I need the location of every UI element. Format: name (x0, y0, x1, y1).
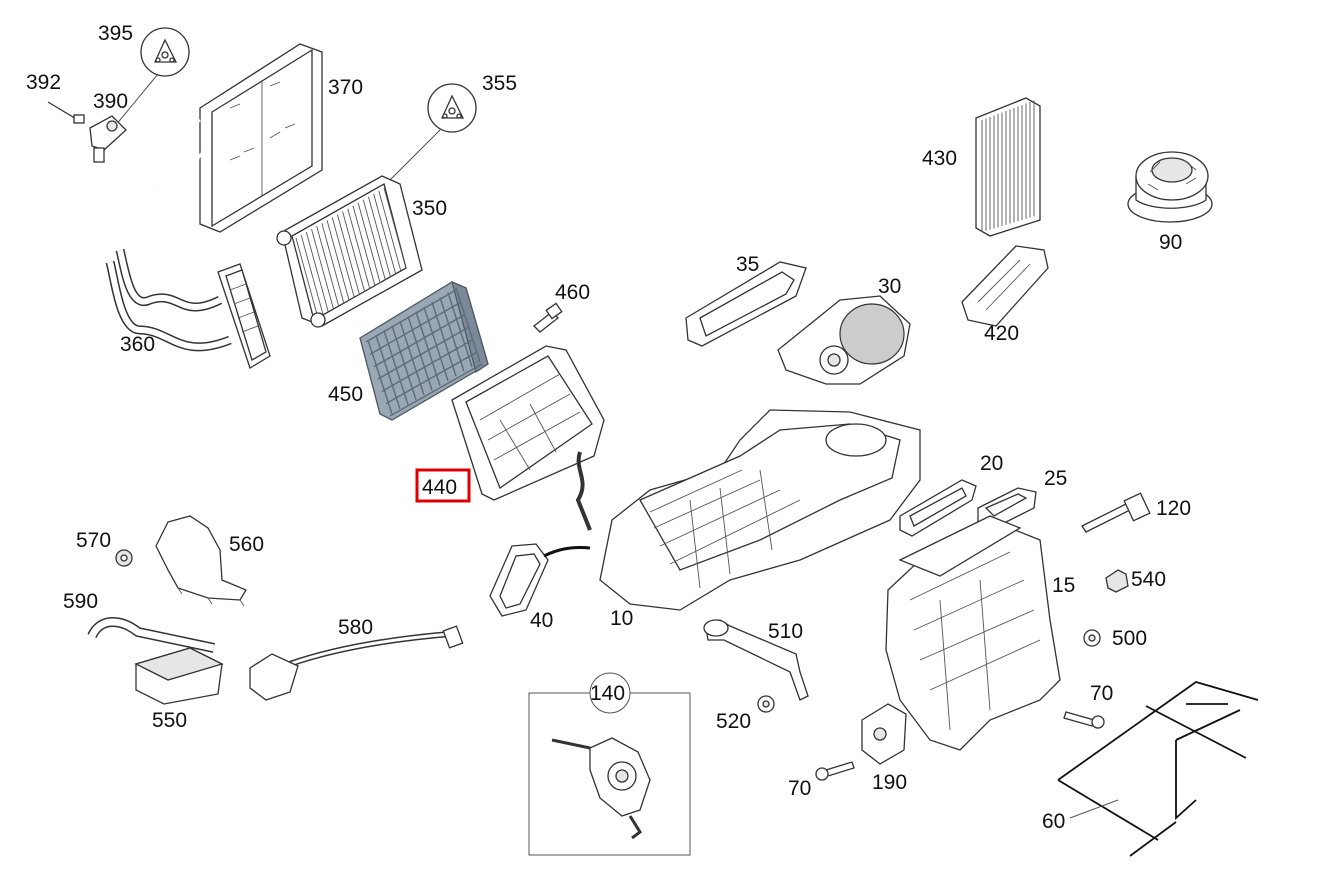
part-40-seal[interactable] (489, 543, 591, 617)
part-140-detail-box[interactable] (528, 672, 691, 856)
callout-500[interactable]: 500 (1112, 627, 1147, 650)
part-30-blower-housing[interactable] (777, 295, 911, 385)
callout-450[interactable]: 450 (328, 383, 363, 406)
part-70-screw-right[interactable] (1063, 711, 1105, 729)
part-60-foam-pad[interactable] (1057, 681, 1259, 857)
callout-355[interactable]: 355 (482, 72, 517, 95)
callout-460[interactable]: 460 (555, 281, 590, 304)
callout-430[interactable]: 430 (922, 147, 957, 170)
callout-60[interactable]: 60 (1042, 810, 1065, 833)
callout-20[interactable]: 20 (980, 452, 1003, 475)
callout-510[interactable]: 510 (768, 620, 803, 643)
part-580-wiring-harness[interactable] (249, 625, 464, 701)
part-120-sensor[interactable] (1081, 492, 1151, 533)
part-360-heater-core-tubes[interactable] (105, 248, 271, 369)
part-392-pin[interactable] (47, 101, 85, 124)
part-590-hose[interactable] (87, 617, 216, 653)
part-15-lower-housing[interactable] (885, 515, 1061, 751)
callout-140[interactable]: 140 (590, 682, 625, 705)
callout-520[interactable]: 520 (716, 710, 751, 733)
callout-25[interactable]: 25 (1044, 467, 1067, 490)
callout-580[interactable]: 580 (338, 616, 373, 639)
callout-30[interactable]: 30 (878, 275, 901, 298)
callout-550[interactable]: 550 (152, 709, 187, 732)
callout-390[interactable]: 390 (93, 90, 128, 113)
part-460-bolt[interactable] (533, 302, 563, 333)
part-10-main-housing[interactable] (599, 409, 921, 611)
callout-440-highlight-box (415, 468, 471, 503)
part-395-seal-icon[interactable] (140, 27, 190, 77)
part-390-expansion-valve[interactable] (89, 115, 127, 163)
part-510-bracket[interactable] (703, 619, 809, 701)
part-560-bracket[interactable] (155, 515, 247, 607)
callout-70-right[interactable]: 70 (1090, 682, 1113, 705)
callout-370[interactable]: 370 (328, 76, 363, 99)
callout-440[interactable]: 440 (422, 476, 457, 499)
callout-540[interactable]: 540 (1131, 568, 1166, 591)
part-355-seal-icon[interactable] (427, 83, 477, 133)
callout-395[interactable]: 395 (98, 22, 133, 45)
callout-590[interactable]: 590 (63, 590, 98, 613)
callout-70-left[interactable]: 70 (788, 777, 811, 800)
callout-120[interactable]: 120 (1156, 497, 1191, 520)
part-35-gasket[interactable] (685, 261, 807, 347)
part-190-actuator[interactable] (861, 703, 907, 765)
part-420-filter-cover[interactable] (961, 245, 1049, 327)
callout-35[interactable]: 35 (736, 253, 759, 276)
part-20-gasket[interactable] (899, 479, 977, 537)
part-70-screw-left[interactable] (815, 761, 855, 781)
part-370-evaporator[interactable] (153, 43, 323, 233)
callout-570[interactable]: 570 (76, 529, 111, 552)
callout-10[interactable]: 10 (610, 607, 633, 630)
callout-392[interactable]: 392 (26, 71, 61, 94)
part-440-flap-frame[interactable] (451, 345, 605, 531)
part-450-filter[interactable] (359, 280, 489, 421)
callout-90[interactable]: 90 (1159, 231, 1182, 254)
part-550-control-unit[interactable] (134, 647, 224, 705)
part-520-nut[interactable] (757, 695, 775, 713)
callout-15[interactable]: 15 (1052, 574, 1075, 597)
part-500-nut[interactable] (1083, 629, 1101, 647)
callout-40[interactable]: 40 (530, 609, 553, 632)
callout-190[interactable]: 190 (872, 771, 907, 794)
part-430-cabin-filter[interactable] (975, 97, 1041, 237)
callout-350[interactable]: 350 (412, 197, 447, 220)
part-540-plug[interactable] (1105, 569, 1129, 593)
callout-420[interactable]: 420 (984, 322, 1019, 345)
part-570-nut[interactable] (115, 549, 133, 567)
part-90-blower-motor[interactable] (1127, 151, 1213, 223)
callout-360[interactable]: 360 (120, 333, 155, 356)
part-350-heater-core[interactable] (276, 175, 423, 328)
callout-560[interactable]: 560 (229, 533, 264, 556)
